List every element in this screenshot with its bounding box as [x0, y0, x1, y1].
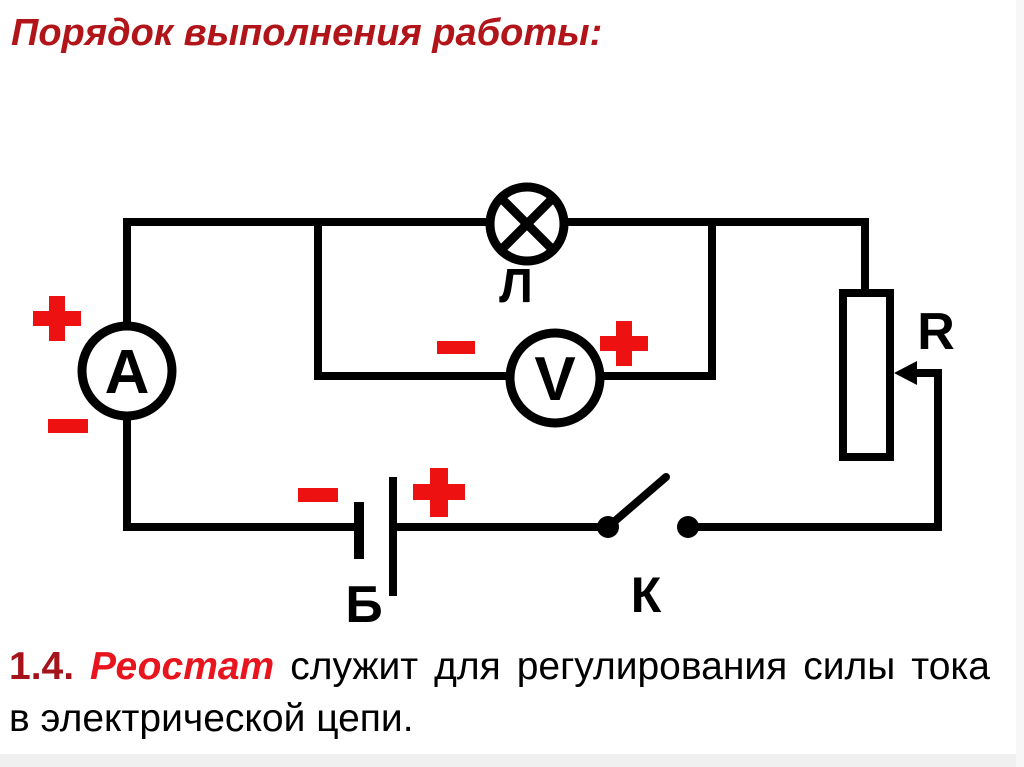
voltmeter-label: V — [534, 345, 575, 414]
caption-number: 1.4. — [9, 645, 91, 688]
voltmeter: V — [437, 321, 648, 428]
lamp: Л — [485, 182, 569, 313]
ammeter: А — [33, 296, 177, 433]
wiper-wire — [906, 369, 942, 531]
caption-line-2: в электрической цепи. — [9, 697, 414, 740]
plus-icon — [413, 468, 465, 517]
caption: 1.4. Реостат служит для регулирования си… — [9, 641, 990, 745]
page-title: Порядок выполнения работы: — [11, 12, 603, 54]
minus-icon — [437, 341, 475, 354]
rheostat-label: R — [917, 303, 955, 361]
minus-icon — [48, 419, 88, 433]
right-edge-strip — [1016, 0, 1024, 767]
plus-icon — [600, 321, 648, 366]
battery-label: Б — [345, 576, 382, 634]
ammeter-circle — [77, 321, 177, 421]
minus-icon — [298, 488, 338, 502]
caption-term: Реостат — [90, 645, 275, 688]
lamp-label: Л — [499, 260, 533, 313]
switch-contact-right — [677, 516, 699, 538]
switch-label: К — [631, 567, 662, 623]
bottom-edge-strip — [0, 754, 1024, 767]
ammeter-label: А — [105, 338, 150, 407]
rheostat-body — [839, 289, 894, 461]
plus-icon — [33, 296, 81, 341]
caption-line-1: 1.4. Реостат служит для регулирования си… — [9, 641, 990, 693]
wiper-arrow-icon — [894, 361, 917, 385]
battery: Б — [298, 468, 465, 634]
rheostat: R — [839, 289, 955, 461]
caption-text: служит для регулирования силы тока — [274, 645, 990, 688]
voltmeter-circle — [505, 328, 605, 428]
switch: К — [597, 473, 699, 623]
switch-contact-left — [597, 516, 619, 538]
lamp-cross-icon — [497, 194, 557, 254]
switch-lever — [604, 473, 670, 531]
